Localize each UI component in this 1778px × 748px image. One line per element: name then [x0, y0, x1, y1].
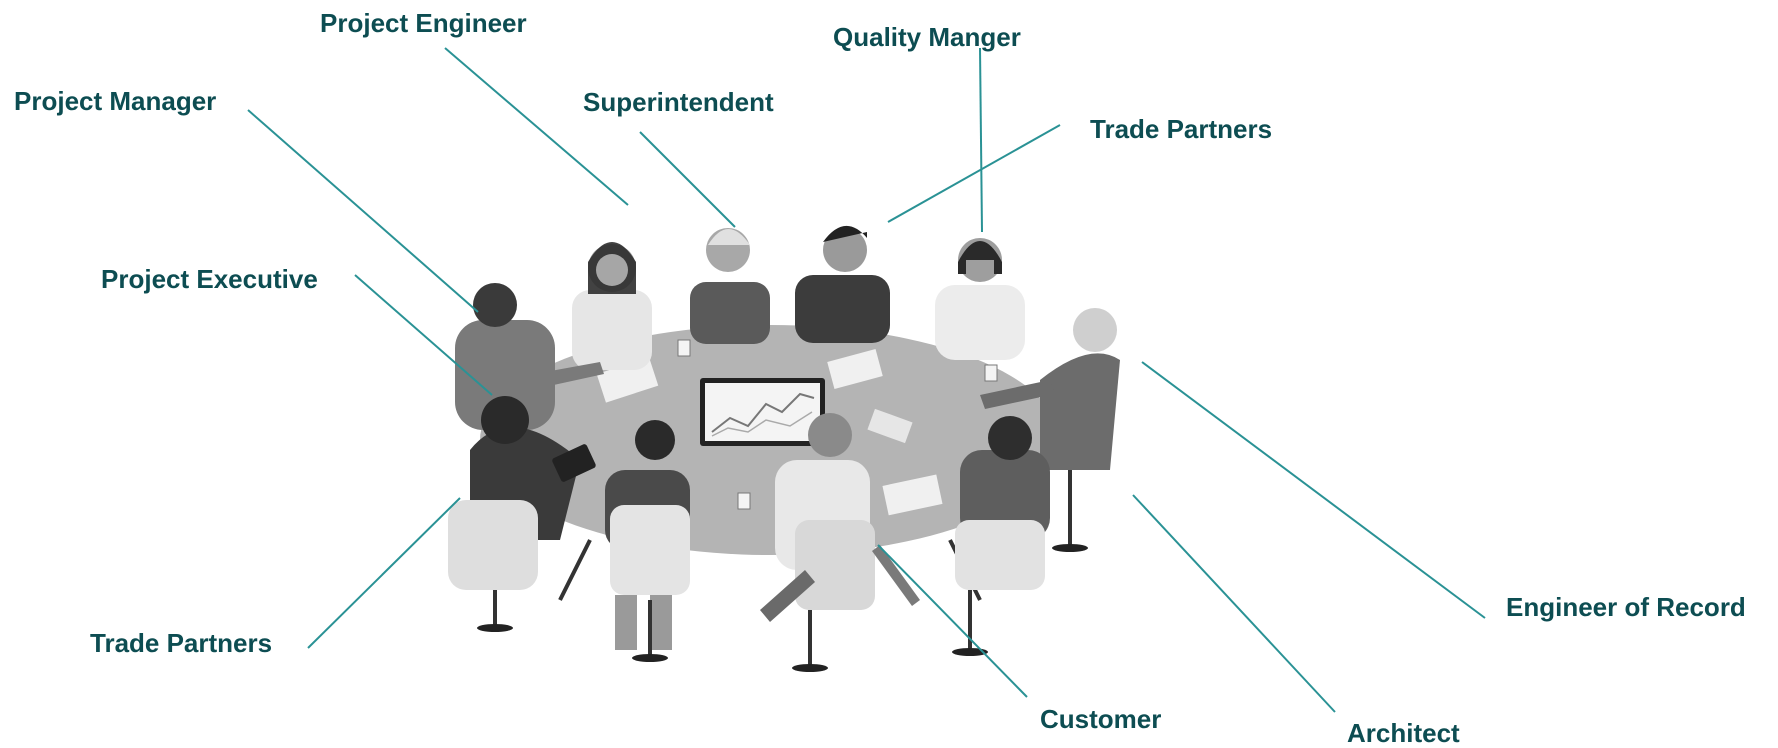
leader-quality-manager: [979, 47, 983, 233]
leader-project-engineer: [444, 47, 629, 206]
label-trade-partners-bottom: Trade Partners: [90, 628, 273, 658]
leader-trade-partners-top: [887, 124, 1061, 223]
leader-engineer-of-record: [1141, 361, 1486, 619]
label-customer: Customer: [1040, 704, 1162, 734]
person-front-left: [448, 396, 596, 632]
leader-project-manager: [247, 109, 479, 313]
chart-screen: [700, 378, 825, 446]
person-left-1: [455, 283, 604, 430]
leader-trade-partners-bottom: [307, 497, 461, 649]
label-trade-partners-top: Trade Partners: [1090, 114, 1273, 144]
leader-architect: [1132, 494, 1336, 713]
label-engineer-of-record: Engineer of Record: [1506, 592, 1746, 622]
person-back-3: [795, 225, 890, 343]
label-project-engineer: Project Engineer: [320, 8, 527, 38]
person-right-2: [952, 416, 1050, 656]
leader-lines: [247, 47, 1486, 713]
person-back-1: [572, 242, 652, 370]
label-project-executive: Project Executive: [101, 264, 318, 294]
person-back-2: [690, 228, 770, 344]
person-front-right: [760, 413, 920, 672]
leader-customer: [877, 544, 1028, 698]
leader-superintendent: [639, 131, 736, 228]
leader-project-executive: [354, 274, 493, 396]
label-architect: Architect: [1347, 718, 1460, 748]
label-project-manager: Project Manager: [14, 86, 217, 116]
person-back-4: [935, 238, 1025, 360]
label-superintendent: Superintendent: [583, 87, 774, 117]
person-front-middle: [605, 420, 690, 662]
person-right-1: [980, 308, 1120, 552]
label-quality-manager: Quality Manger: [833, 22, 1021, 52]
